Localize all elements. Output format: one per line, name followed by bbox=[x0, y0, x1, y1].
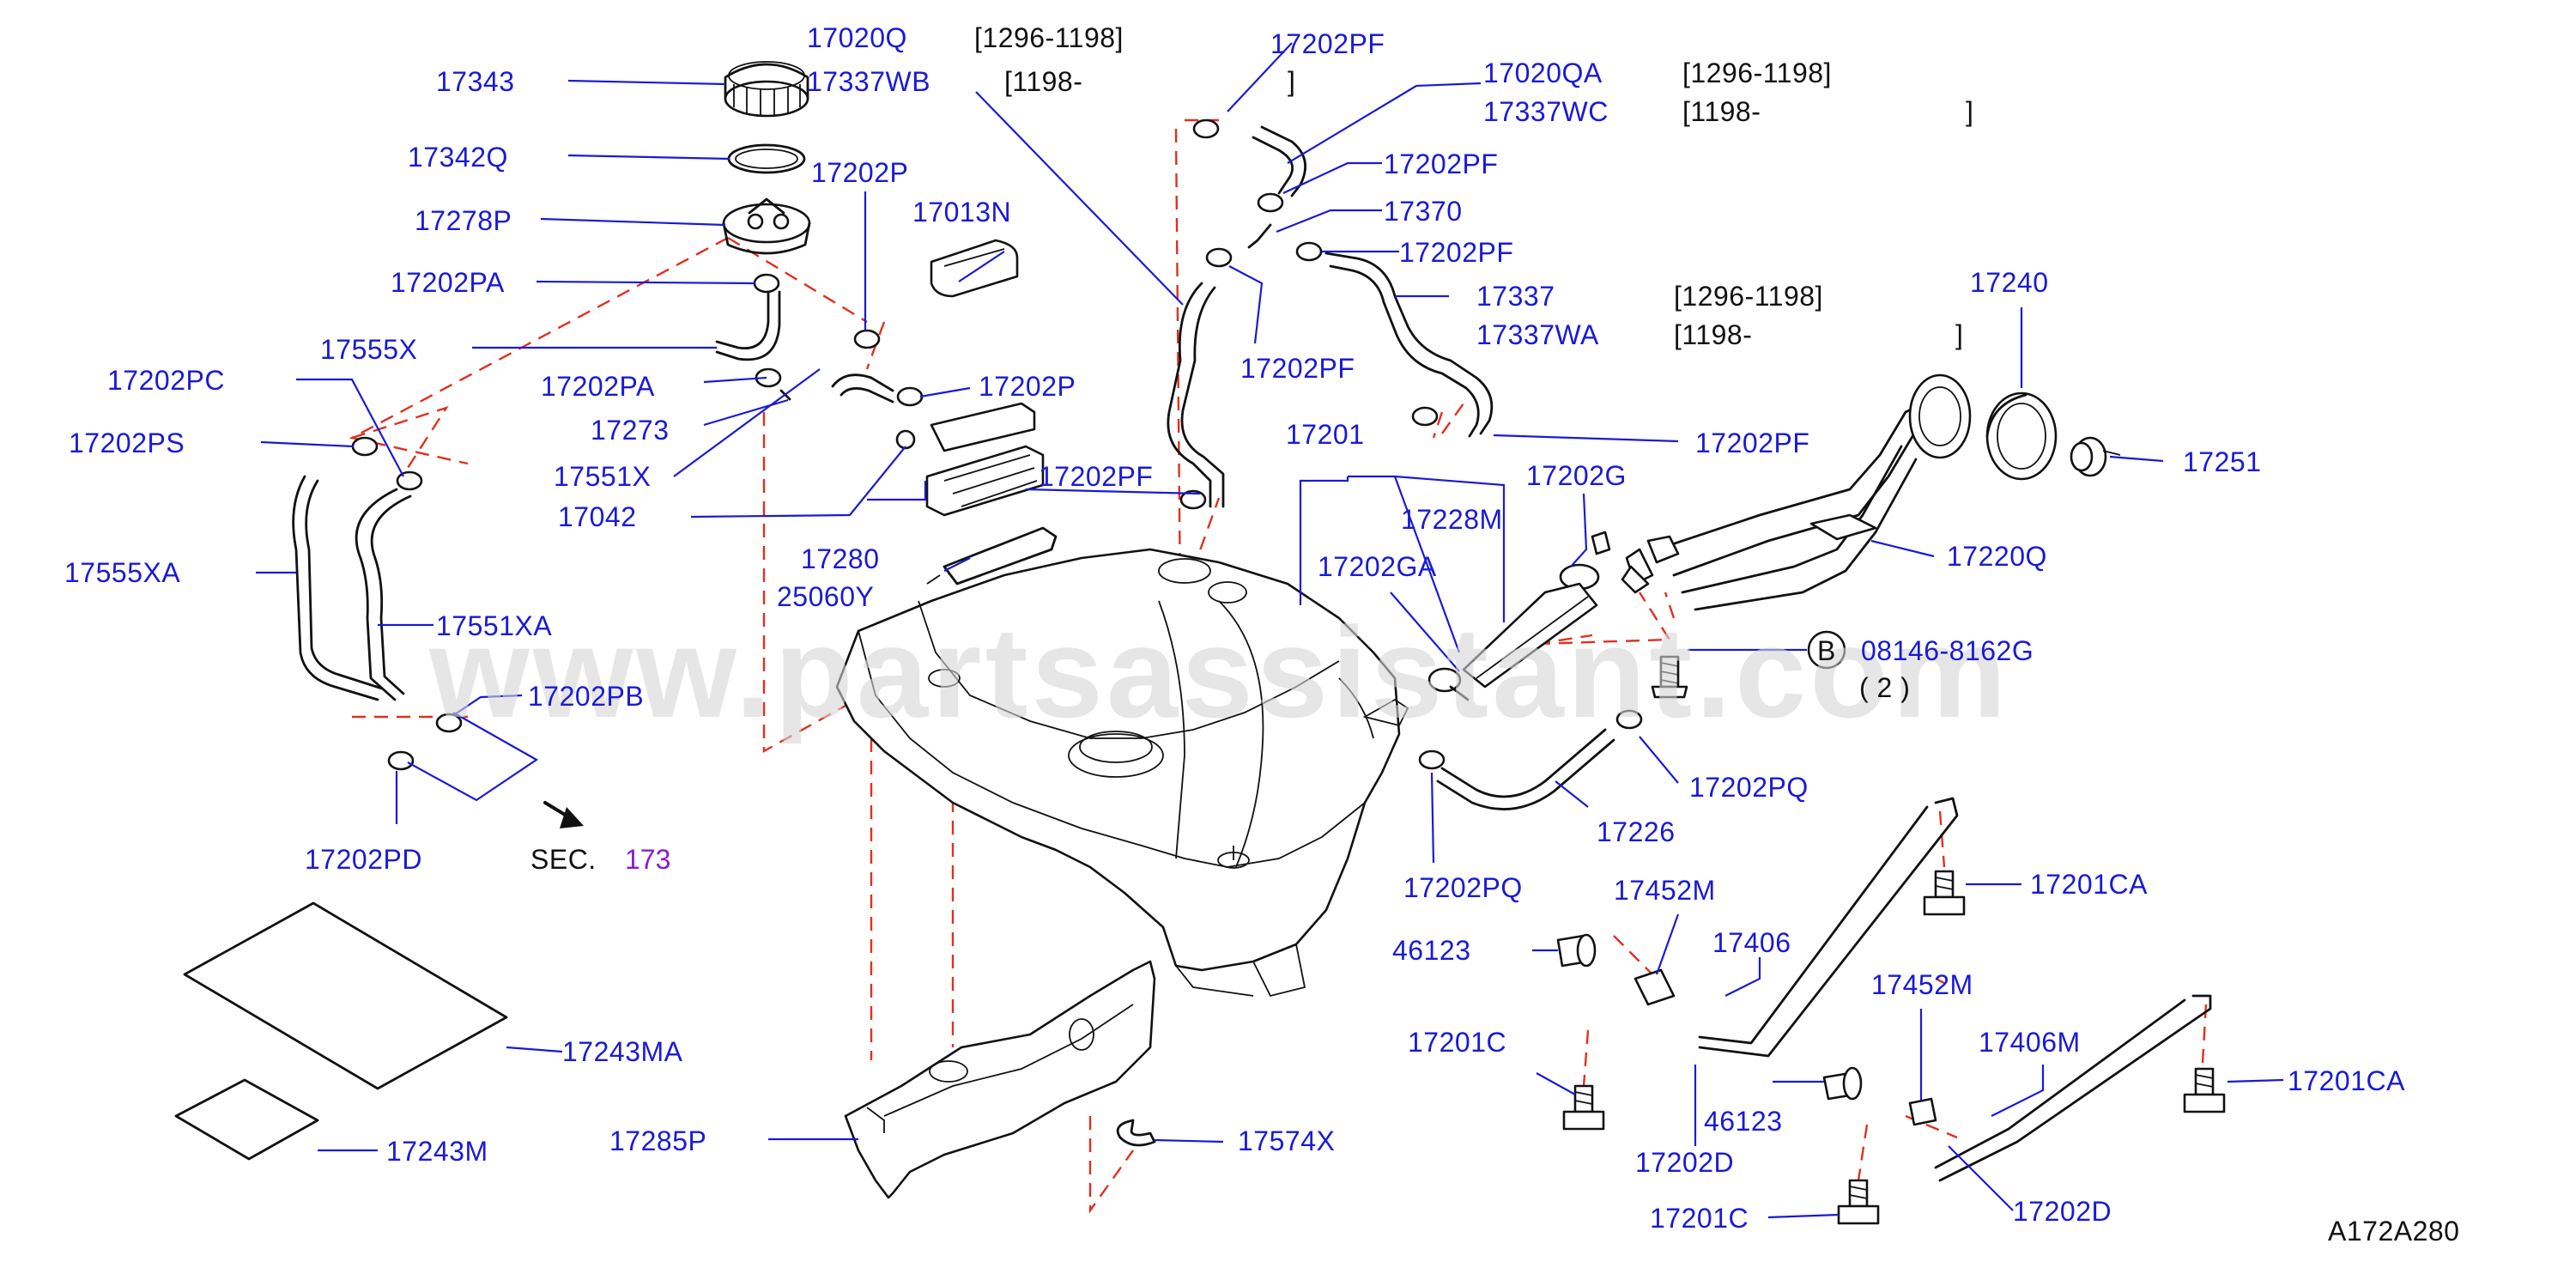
label-17228M: 17228M bbox=[1401, 504, 1503, 535]
label-17337WC: 17337WC bbox=[1483, 96, 1609, 127]
label-17202PQ-right: 17202PQ bbox=[1689, 772, 1809, 803]
section-arrow-icon bbox=[543, 801, 584, 828]
label-17202PA-mid: 17202PA bbox=[541, 371, 655, 402]
label-17243M: 17243M bbox=[386, 1136, 488, 1167]
label-08146-8162G: 08146-8162G bbox=[1861, 635, 2034, 666]
label-17202PC: 17202PC bbox=[107, 365, 225, 396]
parts-artwork bbox=[174, 61, 2226, 1225]
label-17278P: 17278P bbox=[415, 205, 512, 236]
label-17406M: 17406M bbox=[1979, 1027, 2081, 1058]
pump-cap-icon bbox=[722, 197, 811, 255]
range-17337WA-start: [1198- bbox=[1674, 319, 1752, 350]
label-17202G: 17202G bbox=[1526, 460, 1627, 491]
label-17337WA: 17337WA bbox=[1476, 319, 1599, 350]
label-17201C-1: 17201C bbox=[1408, 1027, 1506, 1058]
label-17251: 17251 bbox=[2183, 446, 2261, 477]
insulator-pad-icons bbox=[174, 901, 508, 1161]
label-17202PS: 17202PS bbox=[69, 428, 185, 458]
label-17202PB: 17202PB bbox=[528, 681, 644, 712]
hose-icons-left bbox=[292, 290, 894, 701]
label-17042: 17042 bbox=[558, 501, 636, 532]
breather-hose-icon bbox=[1436, 728, 1615, 810]
leader-lines bbox=[256, 42, 2284, 1219]
label-17337WB: 17337WB bbox=[807, 66, 930, 97]
label-17201C-2: 17201C bbox=[1650, 1203, 1749, 1234]
label-17202PD: 17202PD bbox=[305, 844, 422, 875]
range-17337WC-end: ] bbox=[1966, 96, 1973, 127]
range-17020Q: [1296-1198] bbox=[974, 22, 1124, 53]
tank-strap-icons bbox=[1633, 797, 2212, 1182]
range-17020QA: [1296-1198] bbox=[1682, 58, 1832, 88]
label-17013N: 17013N bbox=[912, 197, 1011, 228]
range-17337WB-start: [1198- bbox=[1004, 66, 1082, 97]
filler-neck-icon bbox=[1591, 373, 1972, 611]
vent-hose-center-icon bbox=[1167, 282, 1225, 508]
clip-icon bbox=[1116, 1119, 1156, 1147]
label-17343: 17343 bbox=[436, 66, 514, 97]
section-number[interactable]: 173 bbox=[625, 844, 670, 875]
vent-hose-right-icons bbox=[1247, 125, 1494, 438]
label-46123-2: 46123 bbox=[1704, 1106, 1782, 1137]
quantity-08146: ( 2 ) bbox=[1859, 672, 1910, 703]
filler-hose-icon bbox=[1449, 582, 1598, 701]
label-17202PF-5: 17202PF bbox=[1695, 428, 1809, 458]
label-17201: 17201 bbox=[1286, 419, 1364, 450]
hose-clamp-icons bbox=[351, 118, 1643, 771]
watermark-text: www.partsassistant.com bbox=[428, 600, 2009, 744]
label-17551X: 17551X bbox=[554, 461, 651, 492]
lock-ring-icon bbox=[724, 61, 809, 118]
section-prefix: SEC. bbox=[530, 844, 597, 875]
label-17243MA: 17243MA bbox=[562, 1036, 683, 1067]
bolt-icons bbox=[1556, 655, 2226, 1225]
callout-letter-b: B bbox=[1817, 635, 1836, 666]
range-17337WC-start: [1198- bbox=[1682, 96, 1761, 127]
range-17337: [1296-1198] bbox=[1674, 281, 1823, 312]
range-17337WA-end: ] bbox=[1955, 319, 1963, 350]
label-17020QA: 17020QA bbox=[1483, 58, 1603, 88]
label-17201CA-1: 17201CA bbox=[2030, 869, 2148, 900]
range-17337WB-end: ] bbox=[1288, 66, 1295, 97]
fuel-tank-icon bbox=[835, 548, 1409, 998]
filler-cap-icons bbox=[1985, 391, 2121, 481]
label-17574X: 17574X bbox=[1238, 1125, 1335, 1156]
gasket-ring-icon bbox=[727, 143, 806, 174]
label-17202D-2: 17202D bbox=[2013, 1196, 2112, 1227]
label-17555XA: 17555XA bbox=[64, 557, 180, 588]
label-17406: 17406 bbox=[1712, 927, 1791, 958]
fuel-pump-icons bbox=[895, 239, 1058, 585]
label-17202PQ-bottom: 17202PQ bbox=[1403, 872, 1523, 903]
part-labels: 17343 17020Q 17337WB [1296-1198] [1198- … bbox=[64, 22, 2459, 1247]
label-17280: 17280 bbox=[801, 543, 879, 574]
callout-circle-icon bbox=[1807, 630, 1846, 670]
label-17202PF-4: 17202PF bbox=[1240, 353, 1355, 384]
label-17240: 17240 bbox=[1970, 267, 2048, 298]
label-17202PF-left: 17202PF bbox=[1039, 461, 1153, 492]
label-17555X: 17555X bbox=[320, 334, 417, 365]
diagram-code: A172A280 bbox=[2328, 1216, 2459, 1247]
label-17020Q: 17020Q bbox=[807, 22, 907, 53]
label-17202GA: 17202GA bbox=[1318, 551, 1437, 582]
label-17202P-mid: 17202P bbox=[979, 371, 1076, 402]
label-17285P: 17285P bbox=[609, 1125, 706, 1156]
label-25060Y: 25060Y bbox=[777, 581, 874, 612]
label-17202D-1: 17202D bbox=[1635, 1147, 1734, 1178]
label-17202PF-1: 17202PF bbox=[1270, 28, 1385, 59]
label-17201CA-2: 17201CA bbox=[2288, 1065, 2405, 1096]
label-17220Q: 17220Q bbox=[1947, 541, 2047, 572]
label-17370: 17370 bbox=[1384, 196, 1462, 227]
label-17202PF-3: 17202PF bbox=[1399, 237, 1513, 268]
label-17226: 17226 bbox=[1597, 816, 1675, 847]
label-17202PA-top: 17202PA bbox=[391, 267, 505, 298]
label-17452M-1: 17452M bbox=[1614, 875, 1716, 906]
label-17551XA: 17551XA bbox=[436, 610, 552, 641]
label-17337: 17337 bbox=[1476, 281, 1555, 312]
label-17342Q: 17342Q bbox=[408, 142, 508, 173]
label-17273: 17273 bbox=[591, 415, 669, 446]
label-46123-1: 46123 bbox=[1392, 935, 1470, 966]
label-17452M-2: 17452M bbox=[1871, 969, 1973, 1000]
heat-shield-icon bbox=[844, 960, 1156, 1199]
label-17202PF-2: 17202PF bbox=[1384, 149, 1498, 179]
label-17202P-top: 17202P bbox=[811, 157, 908, 188]
